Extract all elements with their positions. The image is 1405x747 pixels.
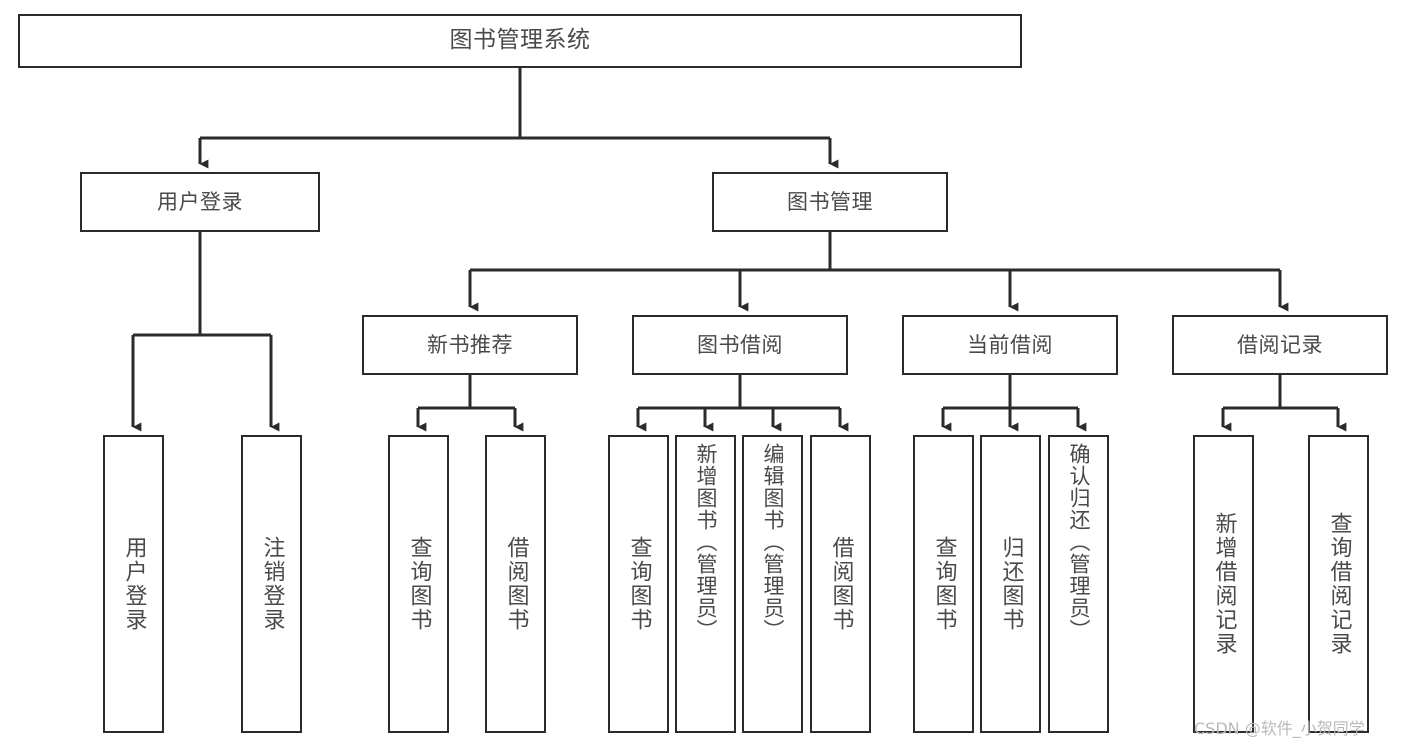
node-leaf-edit-book[interactable]: 编辑图书（管理员） — [742, 435, 803, 733]
node-book-borrow[interactable]: 图书借阅 — [632, 315, 848, 375]
node-leaf-query-record-label: 查询借阅记录 — [1326, 512, 1352, 656]
node-root[interactable]: 图书管理系统 — [18, 14, 1022, 68]
node-leaf-add-book[interactable]: 新增图书（管理员） — [675, 435, 736, 733]
node-leaf-user-logout[interactable]: 注销登录 — [241, 435, 302, 733]
node-new-book-recommend[interactable]: 新书推荐 — [362, 315, 578, 375]
node-leaf-borrow-book-2-label: 借阅图书 — [828, 536, 854, 632]
node-borrow-record[interactable]: 借阅记录 — [1172, 315, 1388, 375]
node-leaf-add-record[interactable]: 新增借阅记录 — [1193, 435, 1254, 733]
node-borrow-record-label: 借阅记录 — [1237, 332, 1323, 357]
node-leaf-add-record-label: 新增借阅记录 — [1211, 512, 1237, 656]
node-leaf-borrow-book-1-label: 借阅图书 — [503, 536, 529, 632]
node-book-manage[interactable]: 图书管理 — [712, 172, 948, 232]
node-leaf-user-login-label: 用户登录 — [121, 536, 147, 632]
node-leaf-query-book-1[interactable]: 查询图书 — [388, 435, 449, 733]
csdn-watermark: CSDN @软件_小贺同学 — [1194, 719, 1365, 738]
node-leaf-query-book-3-label: 查询图书 — [931, 536, 957, 632]
node-leaf-user-logout-label: 注销登录 — [259, 536, 285, 632]
node-current-borrow[interactable]: 当前借阅 — [902, 315, 1118, 375]
node-leaf-query-book-2-label: 查询图书 — [626, 536, 652, 632]
node-leaf-query-book-3[interactable]: 查询图书 — [913, 435, 974, 733]
node-leaf-edit-book-label: 编辑图书（管理员） — [761, 443, 785, 641]
node-current-borrow-label: 当前借阅 — [967, 332, 1053, 357]
node-user-login-label: 用户登录 — [157, 189, 243, 214]
node-leaf-query-record[interactable]: 查询借阅记录 — [1308, 435, 1369, 733]
node-leaf-confirm-return-label: 确认归还（管理员） — [1067, 443, 1091, 641]
node-book-manage-label: 图书管理 — [787, 189, 873, 214]
node-user-login[interactable]: 用户登录 — [80, 172, 320, 232]
node-leaf-borrow-book-2[interactable]: 借阅图书 — [810, 435, 871, 733]
node-book-borrow-label: 图书借阅 — [697, 332, 783, 357]
node-leaf-query-book-2[interactable]: 查询图书 — [608, 435, 669, 733]
node-leaf-user-login[interactable]: 用户登录 — [103, 435, 164, 733]
node-root-label: 图书管理系统 — [449, 27, 591, 54]
node-leaf-query-book-1-label: 查询图书 — [406, 536, 432, 632]
node-new-book-recommend-label: 新书推荐 — [427, 332, 513, 357]
node-leaf-return-book-label: 归还图书 — [998, 536, 1024, 632]
node-leaf-add-book-label: 新增图书（管理员） — [694, 443, 718, 641]
node-leaf-borrow-book-1[interactable]: 借阅图书 — [485, 435, 546, 733]
node-leaf-confirm-return[interactable]: 确认归还（管理员） — [1048, 435, 1109, 733]
node-leaf-return-book[interactable]: 归还图书 — [980, 435, 1041, 733]
